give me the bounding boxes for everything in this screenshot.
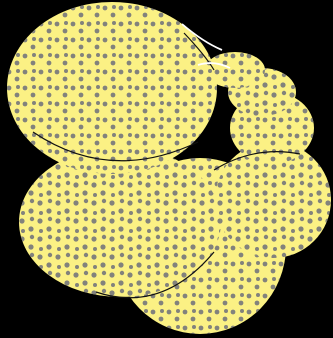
scene-canvas xyxy=(0,0,333,338)
